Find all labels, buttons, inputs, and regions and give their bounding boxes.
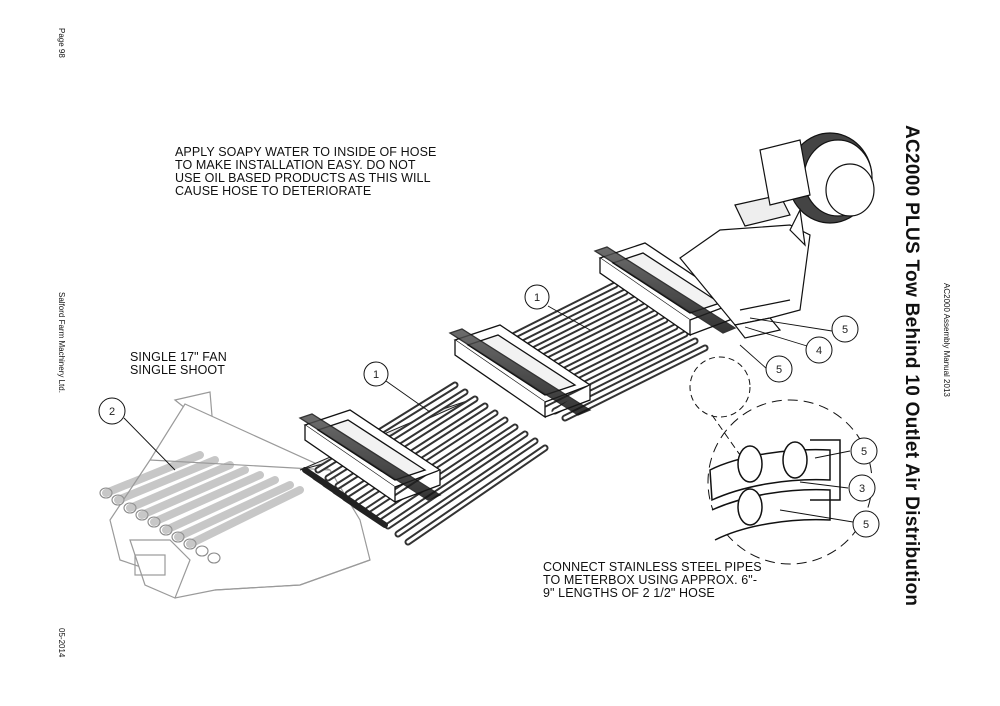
callout-leaders (123, 305, 854, 523)
callout-4: 4 (805, 336, 833, 364)
callout-3: 3 (848, 474, 876, 502)
callout-1-upper: 1 (524, 284, 550, 310)
callout-5-detail-top: 5 (850, 437, 878, 465)
svg-text:3: 3 (859, 483, 865, 495)
svg-text:1: 1 (534, 292, 540, 304)
note-connect-pipes: CONNECT STAINLESS STEEL PIPES TO METERBO… (543, 560, 762, 600)
meterbox-1 (298, 409, 442, 504)
distribution-header (109, 391, 371, 599)
meterbox-2 (448, 324, 592, 419)
callout-5-detail-bottom: 5 (852, 510, 880, 538)
svg-text:5: 5 (776, 364, 782, 376)
fan-housing (759, 132, 875, 247)
svg-text:5: 5 (863, 519, 869, 531)
callout-5-top: 5 (831, 315, 859, 343)
svg-text:2: 2 (109, 406, 115, 418)
callout-5-mid: 5 (765, 355, 793, 383)
callout-2: 2 (98, 397, 126, 425)
header-tubes (102, 451, 304, 548)
svg-text:5: 5 (861, 446, 867, 458)
svg-text:1: 1 (373, 369, 379, 381)
svg-text:5: 5 (842, 324, 848, 336)
meterbox-3 (593, 242, 737, 337)
note-soapy-water: APPLY SOAPY WATER TO INSIDE OF HOSE TO M… (175, 145, 437, 198)
detail-view (689, 356, 873, 565)
svg-text:4: 4 (816, 345, 822, 357)
short-pipes (302, 467, 388, 528)
callout-1-lower: 1 (363, 361, 389, 387)
note-fan: SINGLE 17" FAN SINGLE SHOOT (130, 350, 227, 377)
fan-manifold (679, 224, 811, 339)
